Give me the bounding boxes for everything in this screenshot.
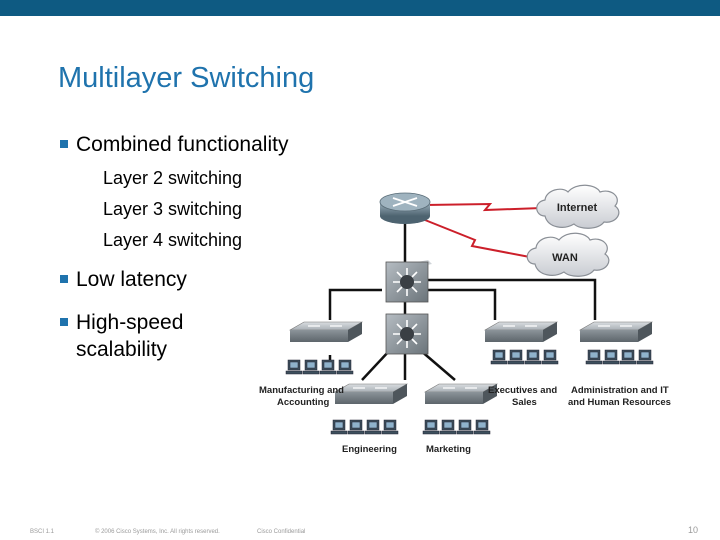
- pc-icon: [336, 359, 354, 375]
- bullet-item: Combined functionality: [60, 132, 288, 158]
- footer-course: BSCI 1.1: [30, 529, 55, 535]
- multilayer-switch-icon: [385, 260, 432, 303]
- pc-icon: [602, 349, 620, 365]
- pc-icon: [439, 419, 457, 435]
- bullet-text: Low latency: [76, 268, 187, 291]
- pc-icon: [541, 349, 559, 365]
- pc-group: [422, 419, 491, 435]
- link-core-east: [428, 288, 497, 320]
- pc-icon: [473, 419, 491, 435]
- link-wan: [419, 217, 536, 259]
- cloud-icon: WAN: [526, 232, 610, 277]
- top-bar: [0, 0, 720, 16]
- bullet-text: Combined functionality: [76, 133, 289, 156]
- footer-copyright: © 2006 Cisco Systems, Inc. All rights re…: [95, 529, 220, 535]
- label-line: Administration and IT: [571, 385, 669, 396]
- pc-icon: [330, 419, 348, 435]
- label-line: Manufacturing and: [259, 385, 344, 396]
- bullet-item: Low latency: [60, 267, 187, 293]
- pc-icon: [319, 359, 337, 375]
- sub-bullet-item: Layer 4 switching: [103, 230, 243, 250]
- pc-icon: [585, 349, 603, 365]
- pc-group: [490, 349, 559, 365]
- network-diagram: Internet WAN: [285, 184, 654, 435]
- router-icon: [379, 192, 431, 224]
- link-core-far-east: [428, 278, 597, 320]
- bullet-item: High-speed: [60, 310, 183, 336]
- pc-icon: [347, 419, 365, 435]
- pc-icon: [524, 349, 542, 365]
- label-line: Sales: [512, 397, 537, 408]
- cloud-icon: Internet: [536, 184, 620, 229]
- sub-bullet-item: Layer 2 switching: [103, 168, 243, 188]
- pc-icon: [285, 359, 303, 375]
- label-line: and Human Resources: [568, 397, 671, 408]
- pc-icon: [456, 419, 474, 435]
- pc-icon: [636, 349, 654, 365]
- marketing-label: Marketing: [426, 444, 471, 455]
- bullet-text: High-speed: [76, 311, 184, 334]
- pc-icon: [364, 419, 382, 435]
- bullet-continuation: scalability: [76, 338, 168, 361]
- executives-label: Executives and Sales: [488, 385, 557, 409]
- pc-icon: [381, 419, 399, 435]
- bullet-marker: [60, 140, 68, 148]
- pc-icon: [507, 349, 525, 365]
- pc-icon: [422, 419, 440, 435]
- workgroup-switch-icon: [578, 321, 654, 342]
- administration-label: Administration and IT and Human Resource…: [568, 385, 671, 409]
- pc-icon: [302, 359, 320, 375]
- link-distribution-marketing: [419, 349, 456, 381]
- pc-group: [285, 359, 354, 375]
- pc-group: [585, 349, 654, 365]
- bullet-marker: [60, 318, 68, 326]
- label-line: Accounting: [277, 397, 330, 408]
- link-distribution-engineering: [361, 349, 391, 381]
- workgroup-switch-icon: [288, 321, 364, 342]
- manufacturing-label: Manufacturing and Accounting: [259, 385, 344, 409]
- link-core-west: [328, 288, 382, 320]
- pc-group: [330, 419, 399, 435]
- pc-icon: [490, 349, 508, 365]
- label-line: Executives and: [488, 385, 558, 396]
- engineering-label: Engineering: [342, 444, 397, 455]
- slide-title: Multilayer Switching: [58, 62, 315, 94]
- pc-icon: [619, 349, 637, 365]
- workgroup-switch-icon: [333, 383, 409, 404]
- wan-links: [419, 202, 543, 259]
- footer-confidential: Cisco Confidential: [257, 529, 306, 535]
- bullet-marker: [60, 275, 68, 283]
- internet-label: Internet: [557, 202, 598, 214]
- link-internet: [424, 202, 543, 212]
- page-number: 10: [688, 525, 699, 535]
- workgroup-switch-icon: [423, 383, 499, 404]
- workgroup-switch-icon: [483, 321, 559, 342]
- multilayer-switch-icon: [385, 313, 429, 355]
- wan-label: WAN: [552, 252, 578, 264]
- sub-bullet-item: Layer 3 switching: [103, 199, 243, 219]
